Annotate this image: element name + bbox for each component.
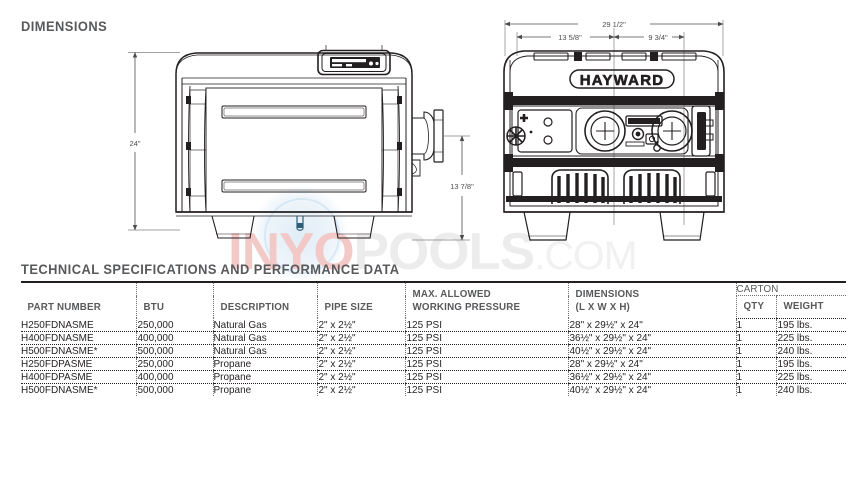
technical-specifications-table: PART NUMBER BTU DESCRIPTION PIPE SIZE MA… [21, 283, 846, 396]
table-carton-group-row: PART NUMBER BTU DESCRIPTION PIPE SIZE MA… [21, 283, 846, 318]
header-dimensions-cell: DIMENSIONS (L X W X H) [568, 283, 737, 318]
cell-qty: 1 [735, 318, 775, 332]
cell-btu: 400,000 [136, 331, 210, 345]
cell-description: Natural Gas [212, 344, 313, 358]
header-description-cell: DESCRIPTION [212, 283, 318, 318]
header-qty-cell: QTY [735, 295, 777, 319]
header-btu: BTU [143, 300, 165, 313]
header-dimensions: DIMENSIONS (L X W X H) [575, 288, 640, 313]
hayward-brand-text: HAYWARD [580, 72, 665, 89]
header-pipe-size: PIPE SIZE [324, 300, 373, 313]
header-carton-group: CARTON [735, 283, 839, 296]
cell-pipe-size: 2" x 2½" [317, 383, 402, 396]
cell-btu: 400,000 [136, 370, 210, 384]
cell-dimensions: 36½" x 29½" x 24" [568, 331, 728, 345]
header-part-number-cell: PART NUMBER [21, 283, 137, 318]
cell-part-number: H250FDNASME [21, 318, 132, 332]
cell-part-number: H500FDNASME* [21, 344, 132, 358]
cell-part-number: H250FDPASME [21, 357, 132, 371]
cell-dimensions: 40½" x 29½" x 24" [568, 344, 728, 358]
cell-pipe-size: 2" x 2½" [317, 344, 402, 358]
cell-description: Propane [212, 370, 313, 384]
tech-specs-section-title: TECHNICAL SPECIFICATIONS AND PERFORMANCE… [21, 261, 400, 277]
cell-max-pressure: 125 PSI [405, 357, 561, 371]
front-view-left-span-label: 13 5/8" [558, 33, 582, 42]
cell-description: Natural Gas [212, 318, 313, 332]
cell-weight: 225 lbs. [776, 370, 843, 384]
cell-dimensions: 28" x 29½" x 24" [568, 318, 728, 332]
cell-part-number: H500FDNASME* [21, 383, 98, 396]
cell-description: Propane [212, 357, 313, 371]
cell-max-pressure: 125 PSI [405, 344, 561, 358]
cell-qty: 1 [735, 344, 775, 358]
cell-qty: 1 [735, 370, 775, 384]
dimensions-section-title: DIMENSIONS [21, 18, 108, 34]
cell-btu: 250,000 [136, 357, 210, 371]
header-weight-cell: WEIGHT [776, 295, 846, 319]
cell-btu: 500,000 [136, 383, 210, 396]
cell-description: Propane [212, 383, 313, 396]
cell-max-pressure: 125 PSI [405, 318, 561, 332]
header-weight: WEIGHT [783, 300, 825, 312]
cell-dimensions: 36½" x 29½" x 24" [568, 370, 728, 384]
cell-part-number: H400FDNASME [21, 331, 132, 345]
front-view-right-span-label: 9 3/4" [648, 33, 668, 42]
header-description: DESCRIPTION [220, 300, 289, 313]
cell-max-pressure: 125 PSI [405, 331, 561, 345]
cell-qty: 1 [735, 357, 775, 371]
side-view-drawing [128, 45, 470, 241]
table-header-row: QTY WEIGHT [21, 295, 846, 319]
cell-weight: 195 lbs. [776, 357, 843, 371]
cell-pipe-size: 2" x 2½" [317, 318, 402, 332]
cell-pipe-size: 2" x 2½" [317, 357, 402, 371]
header-max-pressure-cell: MAX. ALLOWED WORKING PRESSURE [405, 283, 569, 318]
header-btu-cell: BTU [136, 283, 214, 318]
cell-qty: 1 [735, 383, 775, 396]
cell-btu: 500,000 [136, 344, 210, 358]
header-pipe-size-cell: PIPE SIZE [317, 283, 406, 318]
cell-dimensions: 40½" x 29½" x 24" [568, 383, 728, 396]
cell-qty: 1 [735, 331, 775, 345]
cell-pipe-size: 2" x 2½" [317, 331, 402, 345]
cell-weight: 240 lbs. [776, 344, 843, 358]
header-max-pressure: MAX. ALLOWED WORKING PRESSURE [412, 288, 521, 313]
cell-weight: 240 lbs. [776, 383, 843, 396]
cell-part-number: H400FDPASME [21, 370, 132, 384]
cell-max-pressure: 125 PSI [405, 383, 561, 396]
cell-description: Natural Gas [212, 331, 313, 345]
cell-pipe-size: 2" x 2½" [317, 370, 402, 384]
cell-max-pressure: 125 PSI [405, 370, 561, 384]
cell-dimensions: 28" x 29½" x 24" [568, 357, 728, 371]
front-view-drawing [503, 20, 725, 241]
cell-weight: 225 lbs. [776, 331, 843, 345]
front-view-overall-width-label: 29 1/2" [602, 20, 626, 29]
header-qty: QTY [743, 300, 764, 312]
side-view-height-label: 24" [129, 139, 140, 148]
side-view-outlet-height-label: 13 7/8" [450, 182, 474, 191]
cell-btu: 250,000 [136, 318, 210, 332]
header-part-number: PART NUMBER [27, 300, 101, 313]
cell-weight: 195 lbs. [776, 318, 843, 332]
table-top-rule [21, 281, 846, 283]
